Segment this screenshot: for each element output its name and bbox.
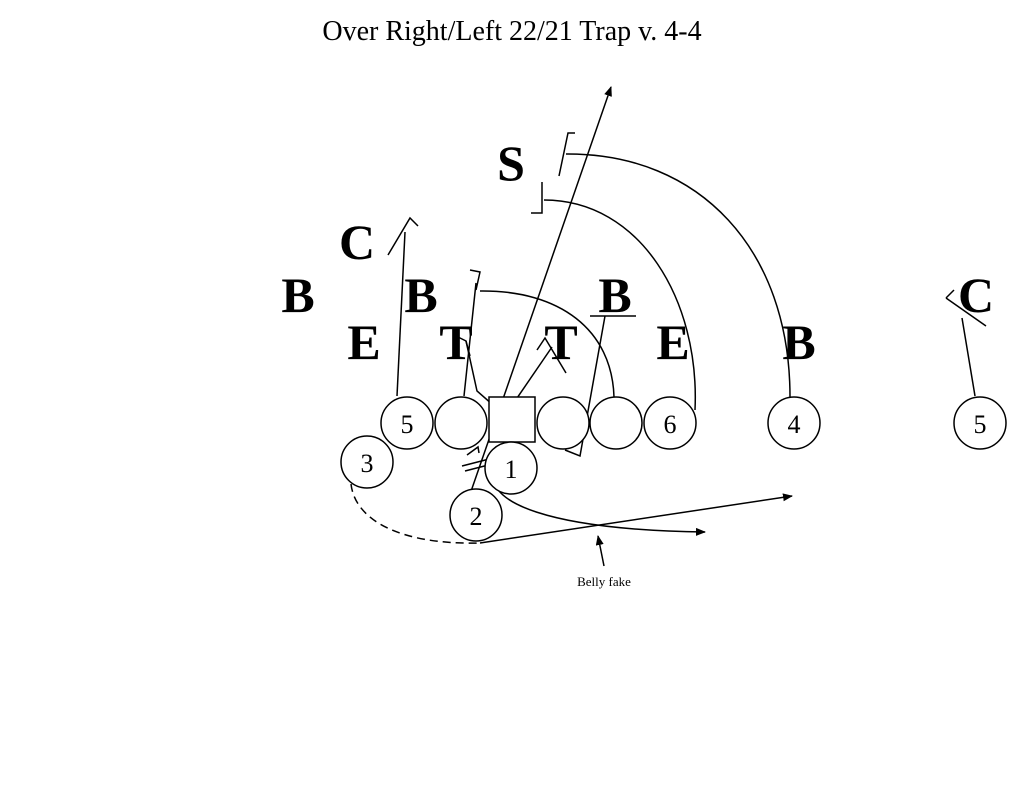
block-arc-wing	[565, 153, 791, 398]
block-mark-wing	[558, 132, 575, 177]
block-mark-safety	[531, 182, 543, 214]
block-mark-corner-right	[945, 289, 987, 327]
trap-mark-left	[466, 445, 480, 456]
defender-safety: S	[497, 135, 525, 191]
player-left-guard	[434, 396, 488, 450]
block-arc-backer-left	[479, 290, 615, 398]
player-back-2-label: 2	[470, 502, 483, 531]
belly-fake-pointer	[595, 535, 605, 567]
player-back-3-label: 3	[361, 449, 374, 478]
block-path-backer-mid	[564, 315, 606, 458]
player-quarterback	[484, 441, 538, 495]
back-3-motion-dashed	[350, 483, 481, 544]
offensive-backfield: 3 1 2	[340, 435, 538, 542]
player-tight-end	[643, 396, 697, 450]
block-mark-corner-left	[387, 216, 419, 256]
player-quarterback-label: 1	[505, 455, 518, 484]
player-left-tackle-label: 5	[401, 410, 414, 439]
defender-corner-left: C	[339, 214, 375, 270]
belly-fake-label: Belly fake	[577, 574, 631, 589]
defender-tackle-right: T	[544, 314, 577, 370]
defender-backer-left: B	[404, 267, 437, 323]
back-3-path	[479, 493, 793, 544]
block-path-backer-left	[463, 282, 477, 397]
offensive-line: 5 6 4 5	[380, 396, 1007, 450]
block-arc-safety	[543, 199, 696, 411]
player-back-2	[449, 488, 503, 542]
block-mark-tackle-left	[457, 336, 471, 357]
play-title: Over Right/Left 22/21 Trap v. 4-4	[322, 16, 701, 47]
player-left-tackle	[380, 396, 434, 450]
player-wing	[767, 396, 821, 450]
player-right-guard	[536, 396, 590, 450]
player-split-end	[953, 396, 1007, 450]
defender-corner-right: C	[958, 267, 994, 323]
defender-backer-far-left: B	[281, 267, 314, 323]
block-mark-backer-left	[469, 269, 481, 291]
block-mark-tackle-right	[536, 336, 567, 374]
player-split-end-label: 5	[974, 410, 987, 439]
player-center	[488, 396, 536, 443]
player-wing-label: 4	[788, 410, 801, 439]
defender-end-left: E	[347, 314, 380, 370]
block-path-lt-corner	[396, 231, 406, 397]
player-tight-end-label: 6	[664, 410, 677, 439]
player-back-3	[340, 435, 394, 489]
player-right-tackle	[589, 396, 643, 450]
defender-backer-right: B	[782, 314, 815, 370]
defender-end-right: E	[656, 314, 689, 370]
block-path-split-end	[961, 317, 976, 397]
defender-backer-mid: B	[598, 267, 631, 323]
